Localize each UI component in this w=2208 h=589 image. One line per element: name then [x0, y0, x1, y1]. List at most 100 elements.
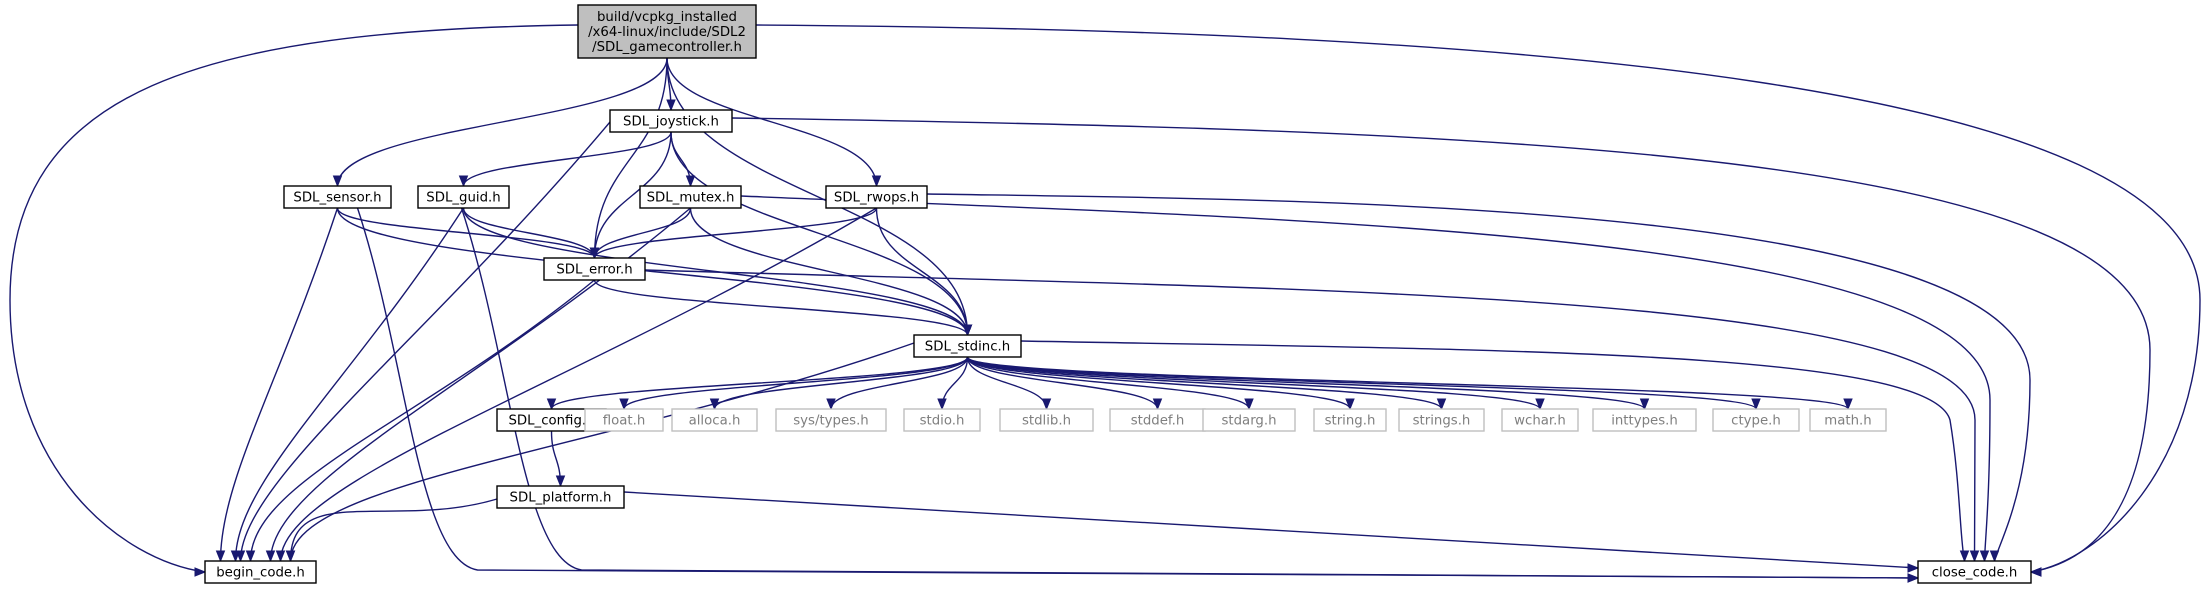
node-label: SDL_error.h	[556, 263, 632, 278]
edge-sensor-begin	[215, 207, 339, 563]
node-rwops[interactable]: SDL_rwops.h	[825, 185, 928, 209]
arrowhead	[265, 550, 276, 563]
node-stddef[interactable]: stddef.h	[1109, 408, 1206, 432]
node-wchar[interactable]: wchar.h	[1501, 408, 1579, 432]
edge-stdinc-stdio	[937, 356, 969, 411]
node-box	[1501, 408, 1579, 432]
node-label: math.h	[1824, 414, 1871, 429]
arrowhead	[1436, 398, 1447, 411]
node-box	[584, 408, 664, 432]
node-mutex[interactable]: SDL_mutex.h	[639, 185, 742, 209]
edge-line	[926, 193, 2031, 562]
node-close[interactable]: close_code.h	[1917, 560, 2032, 584]
arrowhead	[230, 550, 241, 563]
edge-line	[966, 356, 1351, 410]
arrowhead	[589, 247, 600, 260]
edge-stdinc-strings	[966, 356, 1447, 411]
node-box	[1398, 408, 1485, 432]
node-box	[577, 4, 757, 59]
node-strings[interactable]: strings.h	[1398, 408, 1485, 432]
arrowhead	[871, 175, 882, 188]
edge-stdinc-inttypes	[966, 356, 1650, 411]
node-stdarg[interactable]: stdarg.h	[1202, 408, 1296, 432]
edge-joystick-stdinc	[670, 131, 973, 337]
node-box	[1712, 408, 1800, 432]
node-box	[903, 408, 981, 432]
node-begin[interactable]: begin_code.h	[204, 560, 317, 584]
arrowhead	[332, 175, 343, 188]
node-label: /x64-linux/include/SDL2	[588, 25, 746, 40]
arrowhead	[1989, 550, 2000, 563]
node-label: float.h	[603, 414, 646, 429]
node-label: alloca.h	[689, 414, 741, 429]
node-label: stdlib.h	[1022, 414, 1071, 429]
node-box	[417, 185, 510, 209]
edge-line	[336, 207, 596, 259]
edge-joystick-mutex	[670, 131, 696, 188]
edge-line	[666, 57, 878, 187]
edge-line	[289, 498, 498, 562]
node-ctype[interactable]: ctype.h	[1712, 408, 1800, 432]
node-label: SDL_config.h	[508, 414, 594, 429]
node-label: /SDL_gamecontroller.h	[592, 40, 742, 55]
node-sensor[interactable]: SDL_sensor.h	[283, 185, 392, 209]
node-systypes[interactable]: sys/types.h	[775, 408, 887, 432]
node-config[interactable]: SDL_config.h	[496, 408, 607, 432]
arrowhead	[546, 398, 557, 411]
node-box	[204, 560, 317, 584]
node-alloca[interactable]: alloca.h	[671, 408, 758, 432]
edge-line	[966, 356, 1250, 410]
node-joystick[interactable]: SDL_joystick.h	[609, 109, 733, 133]
arrowhead	[1959, 550, 1970, 563]
node-math[interactable]: math.h	[1809, 408, 1887, 432]
arrowhead	[275, 550, 286, 563]
edge-guid-close	[460, 207, 1920, 583]
arrowhead	[1751, 398, 1761, 411]
node-box	[775, 408, 887, 432]
edge-root-sensor	[332, 57, 668, 188]
arrowhead	[1639, 398, 1650, 411]
arrowhead	[666, 99, 676, 112]
node-label: SDL_joystick.h	[623, 115, 719, 130]
arrowhead	[1843, 398, 1853, 411]
node-label: begin_code.h	[216, 566, 305, 581]
edge-line	[234, 207, 465, 562]
arrowhead	[1907, 563, 1920, 573]
edge-joystick-close	[731, 117, 2151, 577]
edge-error-begin	[245, 279, 595, 563]
arrowhead	[2029, 567, 2042, 577]
edge-error-close	[644, 269, 1980, 563]
edge-line	[966, 356, 1541, 410]
edge-guid-begin	[230, 207, 465, 563]
node-label: SDL_sensor.h	[293, 191, 381, 206]
edge-line	[623, 356, 969, 410]
node-stdio[interactable]: stdio.h	[903, 408, 981, 432]
node-guid[interactable]: SDL_guid.h	[417, 185, 510, 209]
edge-stdinc-config	[546, 356, 969, 411]
node-stdinc[interactable]: SDL_stdinc.h	[913, 334, 1022, 358]
node-float[interactable]: float.h	[584, 408, 664, 432]
edge-root-close	[755, 24, 2201, 577]
edge-line	[9, 24, 579, 573]
arrowhead	[1345, 398, 1355, 411]
node-platform[interactable]: SDL_platform.h	[496, 485, 625, 509]
edge-line	[644, 269, 1976, 562]
node-box	[825, 185, 928, 209]
edge-line	[666, 57, 969, 336]
arrowhead	[215, 550, 226, 563]
edge-line	[593, 207, 692, 259]
node-string[interactable]: string.h	[1313, 408, 1387, 432]
edge-line	[356, 207, 1919, 579]
node-error[interactable]: SDL_error.h	[543, 257, 646, 281]
node-box	[543, 257, 646, 281]
edge-config-platform	[550, 430, 566, 488]
edge-joystick-guid	[458, 131, 672, 188]
node-stdlib[interactable]: stdlib.h	[999, 408, 1094, 432]
arrowhead	[245, 550, 256, 563]
node-root[interactable]: build/vcpkg_installed/x64-linux/include/…	[577, 4, 757, 59]
node-inttypes[interactable]: inttypes.h	[1592, 408, 1697, 432]
edge-line	[219, 207, 339, 562]
node-label: sys/types.h	[793, 414, 869, 429]
edge-line	[966, 356, 1849, 410]
